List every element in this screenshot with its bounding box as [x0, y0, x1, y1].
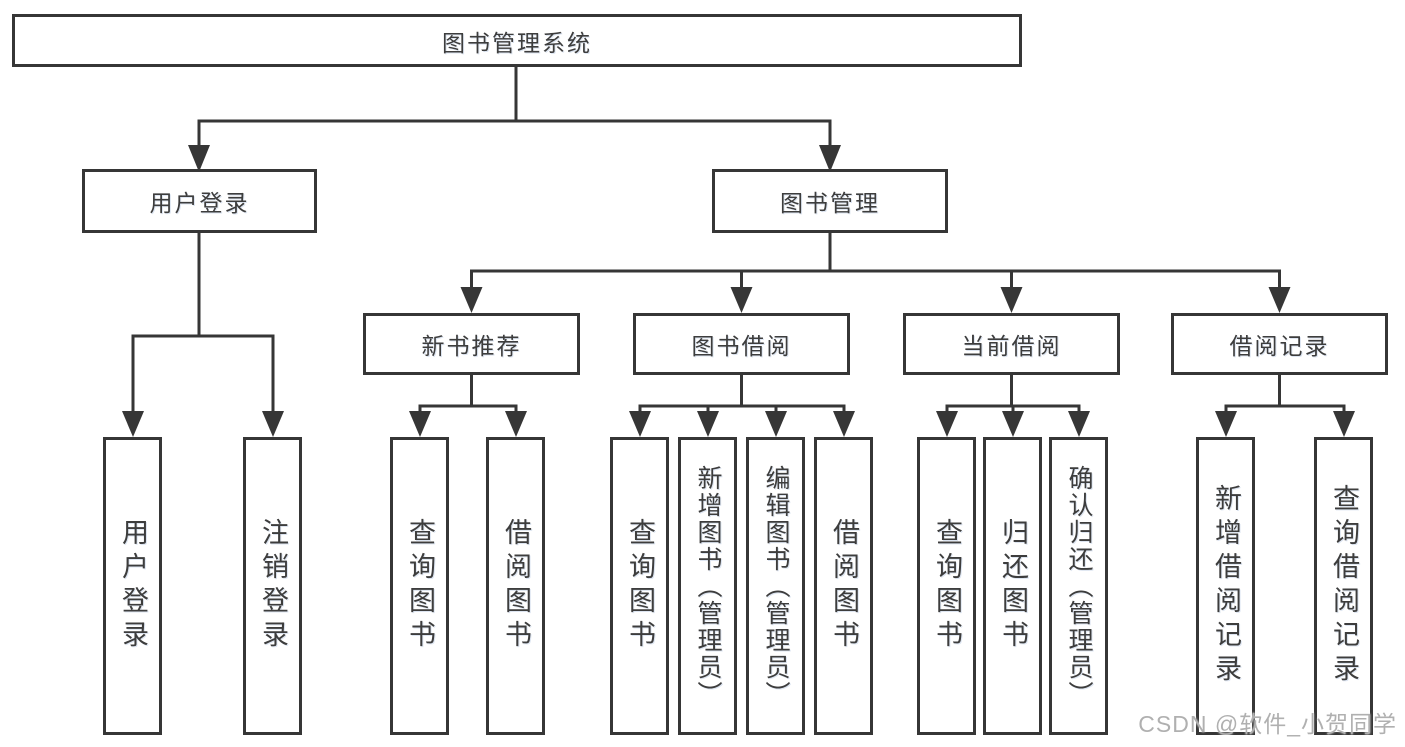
node-book-borrowing: 图书借阅	[633, 313, 850, 375]
leaf-user-login: 用户登录	[103, 437, 162, 735]
leaf-logout-login: 注销登录	[243, 437, 302, 735]
leaf-confirm-return-admin: 确认归还（管理员）	[1049, 437, 1108, 735]
node-current-borrowing: 当前借阅	[903, 313, 1120, 375]
node-library-management-system: 图书管理系统	[12, 14, 1022, 67]
node-new-book-recommend: 新书推荐	[363, 313, 580, 375]
leaf-query-book-borrow: 查询图书	[610, 437, 669, 735]
csdn-watermark: CSDN @软件_小贺同学	[1138, 711, 1397, 737]
leaf-query-borrow-record: 查询借阅记录	[1314, 437, 1373, 735]
node-user-login: 用户登录	[82, 169, 317, 233]
leaf-query-book-current: 查询图书	[917, 437, 976, 735]
leaf-query-book-recommend: 查询图书	[390, 437, 449, 735]
leaf-borrow-book-recommend: 借阅图书	[486, 437, 545, 735]
leaf-add-book-admin: 新增图书（管理员）	[678, 437, 737, 735]
node-book-management: 图书管理	[712, 169, 948, 233]
leaf-return-book: 归还图书	[983, 437, 1042, 735]
leaf-add-borrow-record: 新增借阅记录	[1196, 437, 1255, 735]
leaf-edit-book-admin: 编辑图书（管理员）	[746, 437, 805, 735]
node-borrowing-records: 借阅记录	[1171, 313, 1388, 375]
leaf-borrow-book: 借阅图书	[814, 437, 873, 735]
